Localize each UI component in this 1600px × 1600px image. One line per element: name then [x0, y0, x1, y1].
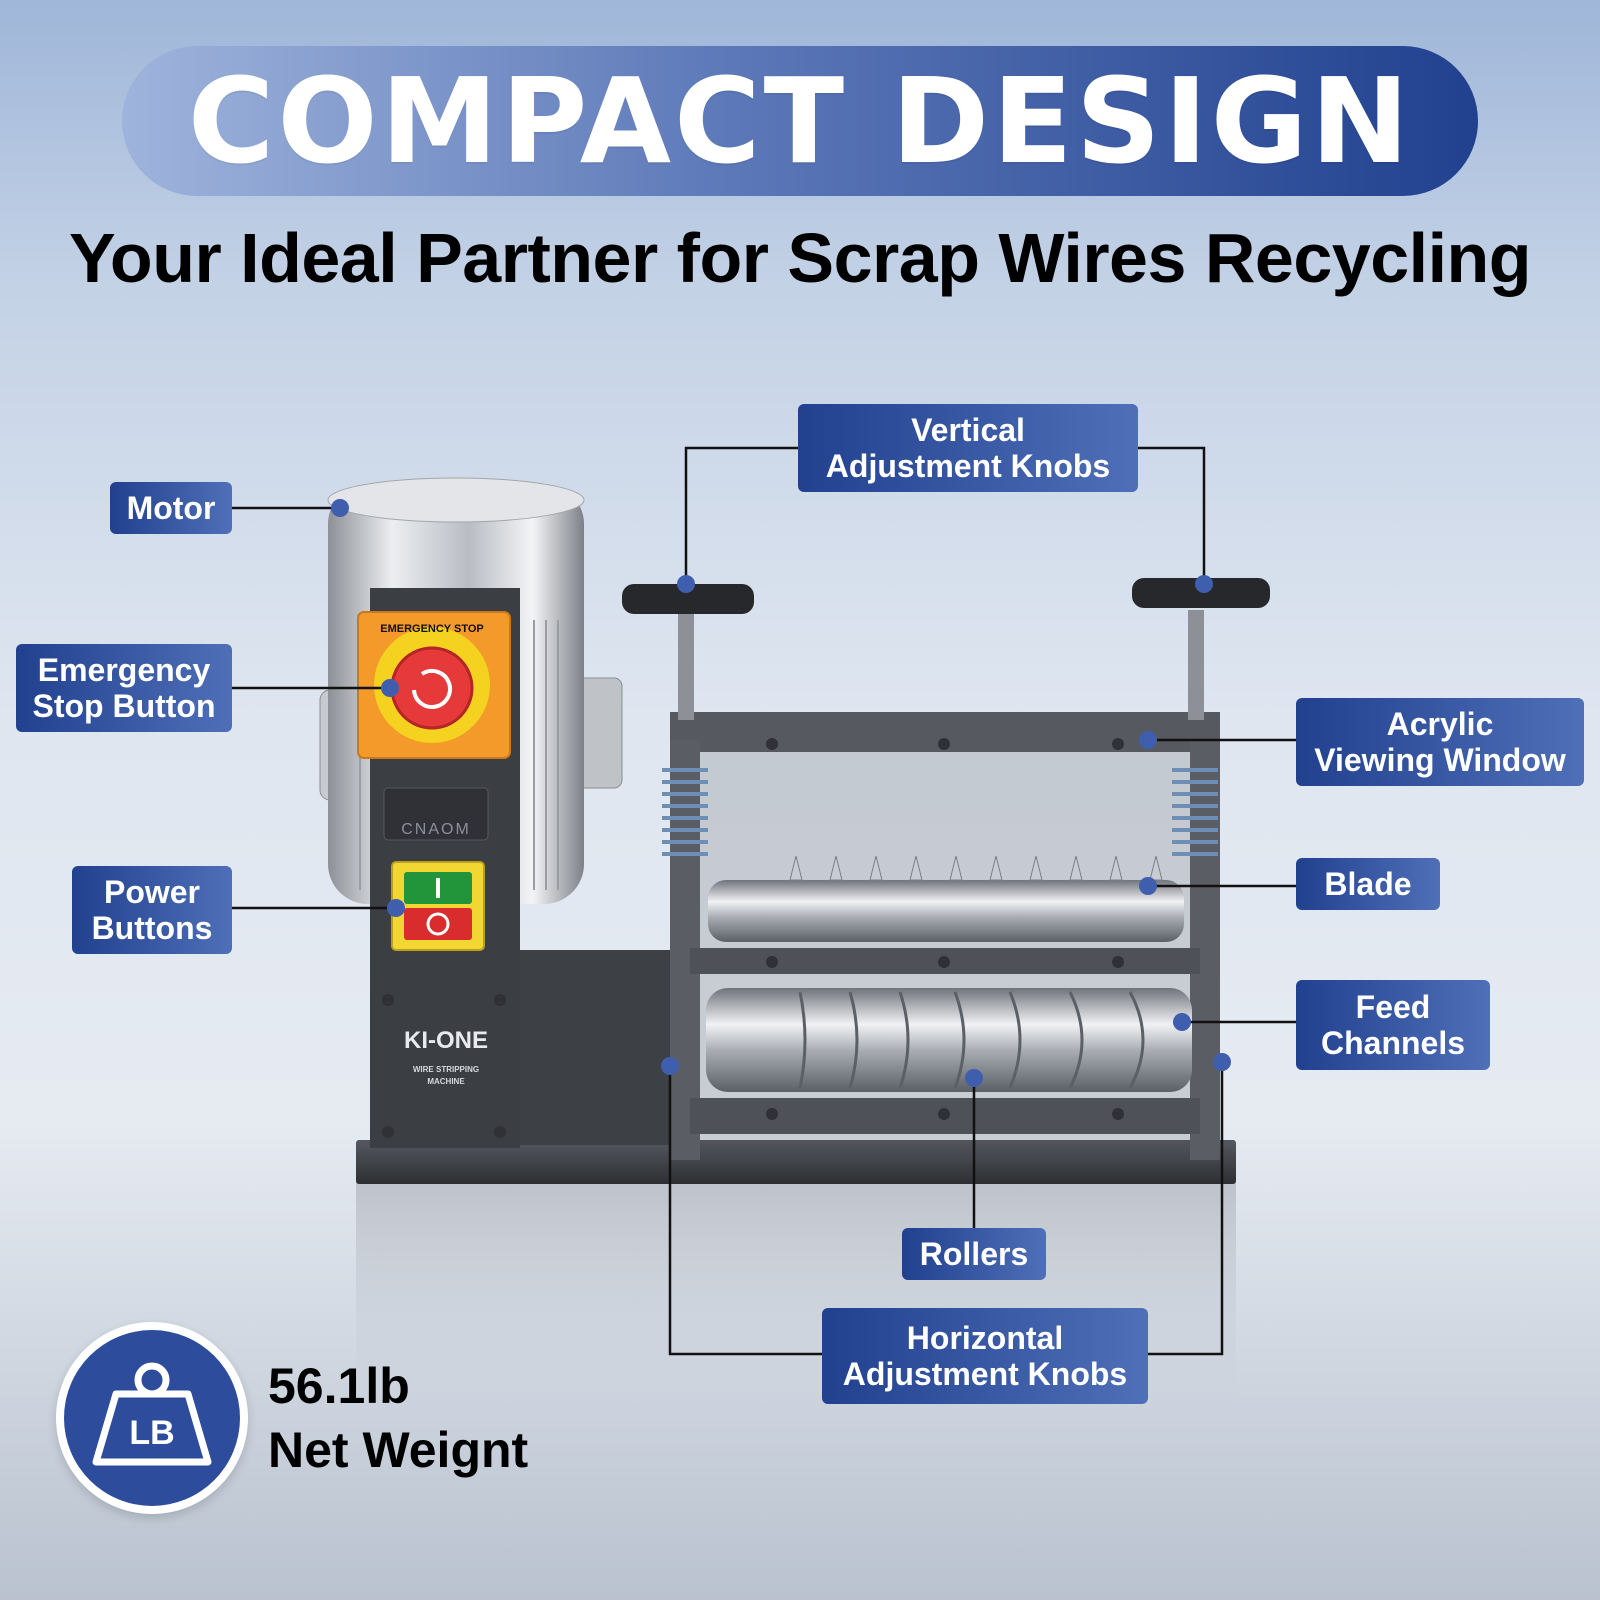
- emergency-stop-button: [390, 646, 474, 730]
- machine-logo: KI-ONE: [404, 1027, 488, 1054]
- base-plate: [356, 1140, 1236, 1184]
- title-banner: COMPACT DESIGN: [122, 46, 1478, 196]
- machine-caption-2: MACHINE: [427, 1077, 465, 1086]
- blade-teeth: [789, 855, 1163, 881]
- label-blade: Blade: [1296, 858, 1440, 910]
- machine-caption-1: WIRE STRIPPING: [413, 1065, 479, 1074]
- upper-roller: [708, 880, 1184, 942]
- feed-channel-grooves: [798, 991, 1145, 1089]
- right-knob: [1132, 578, 1270, 608]
- label-horizontal-knobs: Horizontal Adjustment Knobs: [822, 1308, 1148, 1404]
- power-off-button: [404, 908, 472, 940]
- weight-icon-label: LB: [129, 1414, 174, 1452]
- emergency-stop-text: EMERGENCY STOP: [380, 623, 484, 635]
- weight-icon: LB: [92, 1362, 212, 1466]
- callout-dots: [331, 499, 1231, 1087]
- callout-lines: [232, 446, 1296, 1356]
- label-acrylic-window: Acrylic Viewing Window: [1296, 698, 1584, 786]
- panel-brand: CNAOM: [401, 821, 471, 838]
- label-power-buttons: Power Buttons: [72, 866, 232, 954]
- left-knob: [622, 584, 754, 614]
- banner-title: COMPACT DESIGN: [187, 52, 1413, 190]
- subtitle: Your Ideal Partner for Scrap Wires Recyc…: [68, 219, 1532, 297]
- weight-badge: LB: [56, 1322, 248, 1514]
- right-knob-rod: [1188, 610, 1204, 720]
- frame-bolts: [382, 738, 1124, 1138]
- label-emergency-stop: Emergency Stop Button: [16, 644, 232, 732]
- weight-caption: Net Weignt: [268, 1422, 529, 1478]
- label-rollers: Rollers: [902, 1228, 1046, 1280]
- lower-roller: [706, 988, 1192, 1092]
- lower-housing: [514, 950, 674, 1145]
- left-spring: [662, 768, 708, 856]
- label-vertical-knobs: Vertical Adjustment Knobs: [798, 404, 1138, 492]
- weight-info: 56.1lb Net Weignt: [268, 1354, 528, 1482]
- right-spring: [1172, 768, 1218, 856]
- label-motor: Motor: [110, 482, 232, 534]
- motor-cap: [327, 477, 585, 523]
- left-knob-rod: [678, 610, 694, 720]
- label-feed-channels: Feed Channels: [1296, 980, 1490, 1070]
- power-panel-frame: [383, 787, 489, 841]
- weight-value: 56.1lb: [268, 1358, 410, 1414]
